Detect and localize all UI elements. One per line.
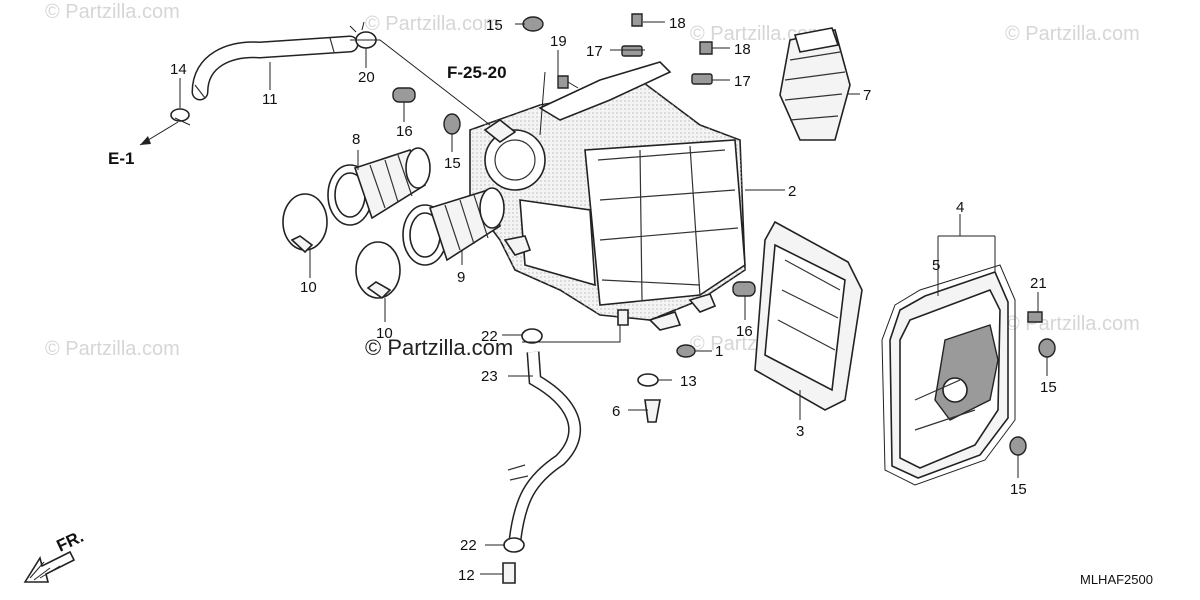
callout-4[interactable]: 4 — [956, 199, 964, 216]
tube-11[interactable] — [191, 35, 359, 101]
watermark: © Partzilla.com — [365, 13, 500, 35]
callout-13[interactable]: 13 — [680, 373, 697, 390]
bolt-18-left[interactable] — [631, 13, 643, 27]
inlet-duct-7[interactable] — [779, 27, 851, 141]
callout-6[interactable]: 6 — [612, 403, 620, 420]
callout-3[interactable]: 3 — [796, 423, 804, 440]
air-cleaner-case[interactable] — [469, 61, 746, 331]
grommet-15-left[interactable] — [443, 113, 461, 135]
clip-17-right[interactable] — [691, 73, 713, 85]
drain-tube-23[interactable] — [507, 351, 582, 541]
band-10-lower[interactable] — [355, 241, 401, 300]
reference-f25-20[interactable]: F-25-20 — [447, 63, 507, 82]
callout-23[interactable]: 23 — [481, 368, 498, 385]
diagram-code: MLHAF2500 — [1080, 572, 1153, 587]
air-funnel-8[interactable] — [327, 147, 431, 226]
grommet-15-right-top[interactable] — [1038, 338, 1056, 358]
cover-5[interactable] — [889, 271, 1009, 479]
callout-15-left[interactable]: 15 — [444, 155, 461, 172]
callout-15-right-top[interactable]: 15 — [1040, 379, 1057, 396]
callout-17-right[interactable]: 17 — [734, 73, 751, 90]
callout-16-right[interactable]: 16 — [736, 323, 753, 340]
grommet-15-right-bottom[interactable] — [1009, 436, 1027, 456]
front-indicator-label: FR. — [54, 527, 87, 556]
callout-10-lower[interactable]: 10 — [376, 325, 393, 342]
front-arrow: FR. — [23, 527, 87, 583]
callout-15-top[interactable]: 15 — [486, 17, 503, 34]
watermark-group: © Partzilla.com © Partzilla.com © Partzi… — [45, 1, 1140, 360]
clip-17-left[interactable] — [621, 45, 643, 57]
callout-14[interactable]: 14 — [170, 61, 187, 78]
grommet-16-left[interactable] — [392, 87, 416, 103]
callout-21[interactable]: 21 — [1030, 275, 1047, 292]
watermark: © Partzilla.com — [45, 338, 180, 360]
callout-12[interactable]: 12 — [458, 567, 475, 584]
grommet-16-right[interactable] — [732, 281, 756, 297]
reference-e1[interactable]: E-1 — [108, 149, 134, 168]
watermark: © Partzilla.com — [45, 1, 180, 23]
plug-6[interactable] — [644, 399, 661, 423]
callout-5[interactable]: 5 — [932, 257, 940, 274]
watermark: © Partzilla.com — [1005, 313, 1140, 335]
air-funnel-9[interactable] — [402, 187, 505, 266]
bolt-18-right[interactable] — [699, 41, 713, 55]
band-10-upper[interactable] — [282, 193, 328, 254]
callout-17-left[interactable]: 17 — [586, 43, 603, 60]
clamp-22-bottom[interactable] — [503, 537, 525, 553]
callout-19[interactable]: 19 — [550, 33, 567, 50]
callout-2[interactable]: 2 — [788, 183, 796, 200]
callout-1[interactable]: 1 — [715, 343, 723, 360]
clip-13[interactable] — [637, 373, 659, 387]
air-cleaner-element-3[interactable] — [754, 220, 863, 411]
callout-22-bottom[interactable]: 22 — [460, 537, 477, 554]
callout-8[interactable]: 8 — [352, 131, 360, 148]
watermark: © Partzilla.com — [1005, 23, 1140, 45]
arrow-icon — [140, 136, 151, 145]
watermark-center: © Partzilla.com — [365, 335, 513, 360]
leader-lines — [139, 21, 1048, 575]
callout-22-top[interactable]: 22 — [481, 328, 498, 345]
callout-labels: 1 2 3 4 5 6 7 8 9 10 10 11 12 13 14 15 1… — [170, 15, 1057, 584]
clamp-22-top[interactable] — [521, 328, 543, 344]
grommet-15-top[interactable] — [522, 16, 544, 32]
plug-12[interactable] — [502, 562, 516, 584]
callout-18-right[interactable]: 18 — [734, 41, 751, 58]
callout-7[interactable]: 7 — [863, 87, 871, 104]
callout-20[interactable]: 20 — [358, 69, 375, 86]
callout-9[interactable]: 9 — [457, 269, 465, 286]
callout-15-right-bottom[interactable]: 15 — [1010, 481, 1027, 498]
cap-1[interactable] — [676, 344, 696, 358]
seal-4[interactable] — [881, 264, 1016, 486]
clip-14[interactable] — [170, 108, 191, 126]
callout-11[interactable]: 11 — [262, 91, 278, 108]
callout-16-left[interactable]: 16 — [396, 123, 413, 140]
callout-18-left[interactable]: 18 — [669, 15, 686, 32]
bolt-21[interactable] — [1027, 311, 1043, 323]
callout-10-upper[interactable]: 10 — [300, 279, 317, 296]
bolt-19[interactable] — [557, 75, 579, 89]
